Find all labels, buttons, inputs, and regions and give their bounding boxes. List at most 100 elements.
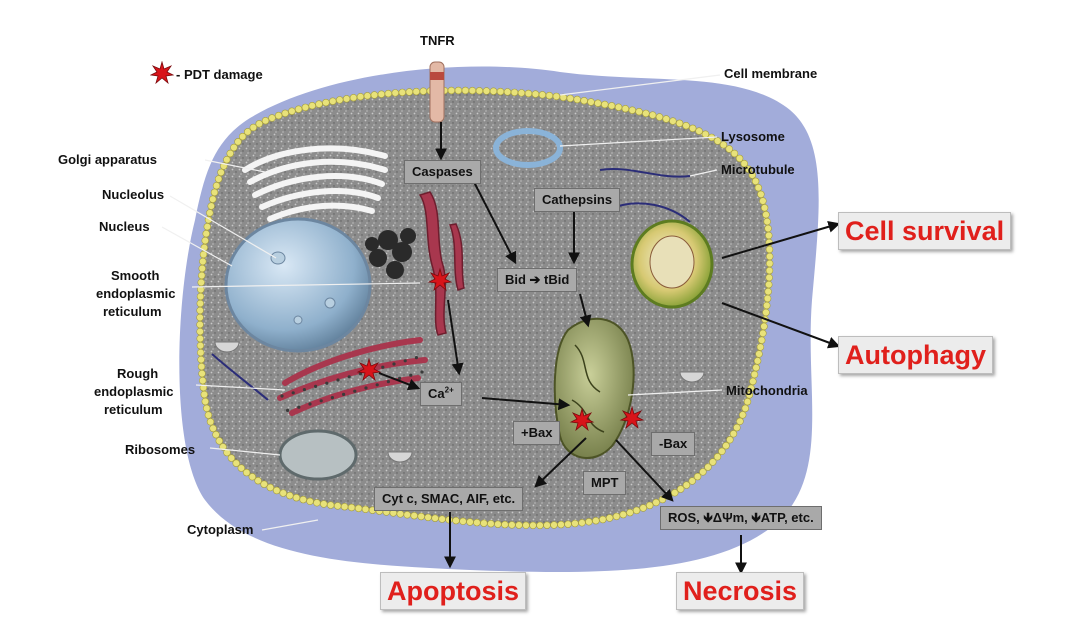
membrane-bead <box>313 499 321 507</box>
membrane-bead <box>744 165 753 173</box>
rer-label-1: Rough <box>117 366 159 381</box>
membrane-bead <box>682 121 690 130</box>
membrane-bead <box>320 500 328 508</box>
membrane-bead <box>762 308 770 317</box>
membrane-bead <box>545 91 554 100</box>
membrane-bead <box>699 468 707 476</box>
membrane-bead <box>286 491 294 500</box>
cytoplasm-label: Cytoplasm <box>187 522 254 537</box>
membrane-bead <box>517 89 526 97</box>
membrane-bead <box>688 124 697 133</box>
membrane-bead <box>760 322 768 331</box>
membrane-bead <box>501 520 509 529</box>
membrane-bead <box>745 391 754 399</box>
membrane-bead <box>729 430 738 438</box>
membrane-bead <box>628 106 636 114</box>
membrane-bead <box>254 477 262 485</box>
membrane-bead <box>669 117 677 125</box>
membrane-bead <box>279 489 287 497</box>
membrane-bead <box>209 195 217 203</box>
ser-label-1: Smooth <box>111 268 160 283</box>
membrane-bead <box>482 87 491 95</box>
lysosome-shape <box>493 128 563 168</box>
membrane-bead <box>557 520 565 529</box>
membrane-bead <box>726 436 734 444</box>
membrane-bead <box>230 143 238 152</box>
pdt-damage-legend-icon <box>150 61 174 85</box>
membrane-bead <box>197 348 205 357</box>
membrane-bead <box>765 266 774 275</box>
membrane-bead <box>578 519 586 527</box>
membrane-bead <box>658 495 667 504</box>
microtubule-right <box>599 168 691 178</box>
rer-label-3: reticulum <box>104 402 163 417</box>
membrane-bead <box>468 86 477 95</box>
membrane-bead <box>489 87 498 95</box>
plus-bax-box: +Bax <box>513 421 561 445</box>
membrane-bead <box>356 92 365 101</box>
membrane-bead <box>223 156 231 164</box>
membrane-bead <box>718 447 726 455</box>
membrane-bead <box>763 217 771 226</box>
membrane-bead <box>765 231 773 240</box>
membrane-bead <box>515 521 523 529</box>
membrane-bead <box>747 384 755 392</box>
golgi-label: Golgi apparatus <box>58 152 157 167</box>
membrane-bead <box>765 280 773 289</box>
membrane-bead <box>704 463 712 471</box>
membrane-bead <box>384 89 392 98</box>
membrane-bead <box>217 168 225 177</box>
membrane-bead <box>614 103 623 111</box>
microtubule-left <box>211 353 269 401</box>
membrane-bead <box>301 103 310 112</box>
membrane-bead <box>299 495 307 504</box>
membrane-bead <box>203 404 211 412</box>
membrane-bead <box>197 355 205 364</box>
membrane-bead <box>566 94 574 103</box>
ribosome-dot <box>302 388 306 392</box>
membrane-bead <box>431 514 439 522</box>
membrane-bead <box>212 431 220 439</box>
membrane-bead <box>709 458 717 466</box>
membrane-bead <box>487 519 495 528</box>
membrane-bead <box>755 350 763 358</box>
membrane-bead <box>273 486 281 495</box>
membrane-bead <box>571 519 579 528</box>
membrane-bead <box>377 90 386 98</box>
autophagy-outcome: Autophagy <box>838 336 993 374</box>
bid-box: Bid ➔ tBid <box>497 268 578 292</box>
membrane-bead <box>735 154 744 163</box>
membrane-bead <box>200 390 209 399</box>
ribosome-dot <box>364 386 368 390</box>
membrane-bead <box>760 204 769 212</box>
membrane-bead <box>719 141 728 149</box>
membrane-bead <box>529 521 537 530</box>
ribosome-dot <box>336 378 340 382</box>
membrane-bead <box>396 510 404 518</box>
cell-membrane-label: Cell membrane <box>724 66 818 81</box>
membrane-bead <box>209 424 217 433</box>
membrane-bead <box>452 516 460 525</box>
membrane-bead <box>292 494 301 502</box>
membrane-bead <box>248 473 257 481</box>
membrane-bead <box>354 504 363 513</box>
membrane-bead <box>201 236 209 245</box>
ribosome-dot <box>347 375 351 379</box>
membrane-bead <box>763 301 771 310</box>
membrane-bead <box>242 468 251 477</box>
ribosome-dot <box>375 383 379 387</box>
membrane-bead <box>410 511 418 520</box>
membrane-bead <box>607 102 616 110</box>
mpt-box: MPT <box>583 471 627 495</box>
calcium-box: Ca2+ <box>420 382 462 406</box>
membrane-bead <box>585 518 593 526</box>
membrane-bead <box>288 107 296 115</box>
membrane-bead <box>733 423 741 432</box>
membrane-bead <box>648 111 657 119</box>
cell-survival-outcome: Cell survival <box>838 212 1012 250</box>
cathepsins-box: Cathepsins <box>534 188 621 212</box>
membrane-bead <box>753 357 762 365</box>
membrane-bead <box>266 483 274 492</box>
membrane-bead <box>662 115 670 123</box>
golgi-apparatus <box>242 145 388 222</box>
